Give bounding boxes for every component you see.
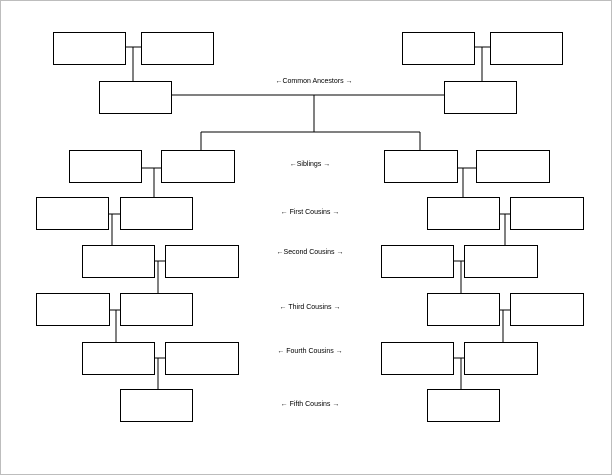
third-cousin-spouse-box[interactable]	[510, 293, 584, 326]
sibling-box[interactable]	[384, 150, 458, 183]
first-cousins-label: ← First Cousins →	[280, 209, 340, 216]
sibling-box[interactable]	[161, 150, 235, 183]
common-ancestors-label: ←Common Ancestors →	[275, 78, 353, 85]
second-cousin-spouse-box[interactable]	[381, 245, 454, 278]
ancestor-box[interactable]	[141, 32, 214, 65]
third-cousin-box[interactable]	[427, 293, 500, 326]
fifth-cousin-box[interactable]	[120, 389, 193, 422]
ancestor-box[interactable]	[402, 32, 475, 65]
first-cousin-spouse-box[interactable]	[36, 197, 109, 230]
ancestor-box[interactable]	[490, 32, 563, 65]
fourth-cousin-spouse-box[interactable]	[165, 342, 239, 375]
ancestor-box[interactable]	[53, 32, 126, 65]
siblings-label: ←Siblings →	[289, 161, 331, 168]
sibling-spouse-box[interactable]	[69, 150, 142, 183]
second-cousins-label: ←Second Cousins →	[276, 249, 344, 256]
second-cousin-spouse-box[interactable]	[165, 245, 239, 278]
fifth-cousins-label: ← Fifth Cousins →	[280, 401, 340, 408]
fourth-cousin-spouse-box[interactable]	[381, 342, 454, 375]
first-cousin-box[interactable]	[427, 197, 500, 230]
common-ancestor-box[interactable]	[444, 81, 517, 114]
second-cousin-box[interactable]	[464, 245, 538, 278]
fourth-cousins-label: ← Fourth Cousins →	[277, 348, 343, 355]
third-cousins-label: ← Third Cousins →	[279, 304, 341, 311]
first-cousin-spouse-box[interactable]	[510, 197, 584, 230]
sibling-spouse-box[interactable]	[476, 150, 550, 183]
first-cousin-box[interactable]	[120, 197, 193, 230]
fourth-cousin-box[interactable]	[464, 342, 538, 375]
fourth-cousin-box[interactable]	[82, 342, 155, 375]
third-cousin-box[interactable]	[120, 293, 193, 326]
common-ancestor-box[interactable]	[99, 81, 172, 114]
second-cousin-box[interactable]	[82, 245, 155, 278]
fifth-cousin-box[interactable]	[427, 389, 500, 422]
third-cousin-spouse-box[interactable]	[36, 293, 110, 326]
